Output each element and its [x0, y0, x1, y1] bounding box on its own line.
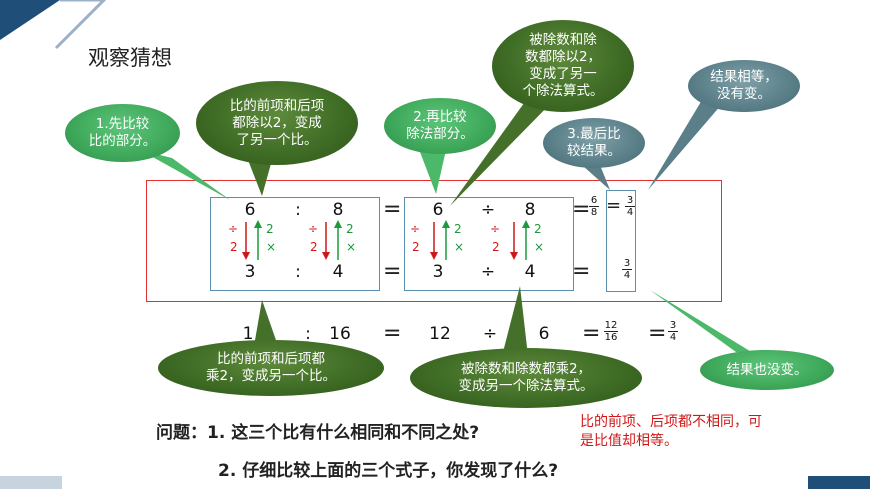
ratio-colon-3: : [305, 324, 311, 344]
equals-3b: = [582, 321, 601, 346]
divisor-2: 4 [524, 262, 536, 282]
divisor-1: 8 [524, 200, 536, 220]
ratio-two-label-2: 2 [310, 240, 318, 254]
corner-decoration-top-left [0, 0, 107, 50]
div-two-label-1: 2 [412, 240, 420, 254]
ratio-div-label-1: ÷ [228, 222, 239, 236]
ratio-front-2: 3 [244, 262, 256, 282]
div-sign-2: ÷ [480, 262, 496, 282]
bubble-result-unchanged: 结果也没变。 [700, 350, 834, 390]
answer-text: 比的前项、后项都不相同，可 是比值却相等。 [580, 414, 762, 449]
div-div-label-2: ÷ [490, 222, 501, 236]
dividend-1: 6 [432, 200, 444, 220]
question-1: 问题：1. 这三个比有什么相同和不同之处? [156, 423, 480, 443]
div-two-label-2: 2 [492, 240, 500, 254]
ratio-front-3: 1 [242, 324, 254, 344]
div-times-2: × [534, 240, 545, 254]
div-times-1: × [454, 240, 465, 254]
bubble-ratio-divide: 比的前项和后项 都除以2，变成 了另一个比。 [196, 81, 358, 165]
ratio-colon-2: : [295, 262, 301, 282]
ratio-box [210, 197, 380, 291]
div-two-green-1: 2 [454, 222, 462, 236]
bubble-division-multiply: 被除数和除数都乘2， 变成另一个除法算式。 [410, 348, 642, 408]
equals-1a: = [383, 197, 402, 222]
equals-1c: = [606, 195, 622, 216]
arrows-division-box [430, 220, 530, 260]
div-div-label-1: ÷ [410, 222, 421, 236]
bubble-compare-result: 3.最后比 较结果。 [543, 118, 645, 168]
arrows-ratio-box [242, 220, 342, 260]
ratio-div-label-2: ÷ [308, 222, 319, 236]
dividend-3: 12 [429, 324, 451, 344]
ratio-back-3: 16 [329, 324, 351, 344]
dividend-2: 3 [432, 262, 444, 282]
ratio-two-green-2: 2 [346, 222, 354, 236]
ratio-colon-1: : [295, 200, 301, 220]
ratio-two-green-1: 2 [266, 222, 274, 236]
equals-3a: = [383, 321, 402, 346]
division-box [404, 197, 574, 291]
ratio-times-1: × [266, 240, 277, 254]
div-two-green-2: 2 [534, 222, 542, 236]
question-2: 2. 仔细比较上面的三个式子，你发现了什么? [218, 461, 559, 481]
bubble-compare-division: 2.再比较 除法部分。 [384, 98, 496, 154]
bubble-ratio-multiply: 比的前项和后项都 乘2，变成另一个比。 [158, 340, 384, 396]
bubble-compare-ratio: 1.先比较 比的部分。 [65, 104, 180, 162]
ratio-times-2: × [346, 240, 357, 254]
equals-2a: = [383, 259, 402, 284]
equals-2b: = [572, 259, 591, 284]
div-sign-1: ÷ [480, 200, 496, 220]
result-box [606, 190, 636, 292]
ratio-front-1: 6 [244, 200, 256, 220]
corner-bar-bottom-right [808, 476, 870, 489]
page-title: 观察猜想 [88, 46, 172, 70]
equals-1b: = [572, 197, 591, 222]
corner-bar-bottom-left [0, 476, 62, 489]
bubble-division-divide: 被除数和除 数都除以2， 变成了另一 个除法算式。 [492, 20, 634, 112]
ratio-back-2: 4 [332, 262, 344, 282]
divisor-3: 6 [538, 324, 550, 344]
ratio-two-label-1: 2 [230, 240, 238, 254]
div-sign-3: ÷ [482, 324, 498, 344]
bubble-result-equal: 结果相等， 没有变。 [688, 60, 800, 112]
equals-3c: = [648, 321, 667, 346]
ratio-back-1: 8 [332, 200, 344, 220]
